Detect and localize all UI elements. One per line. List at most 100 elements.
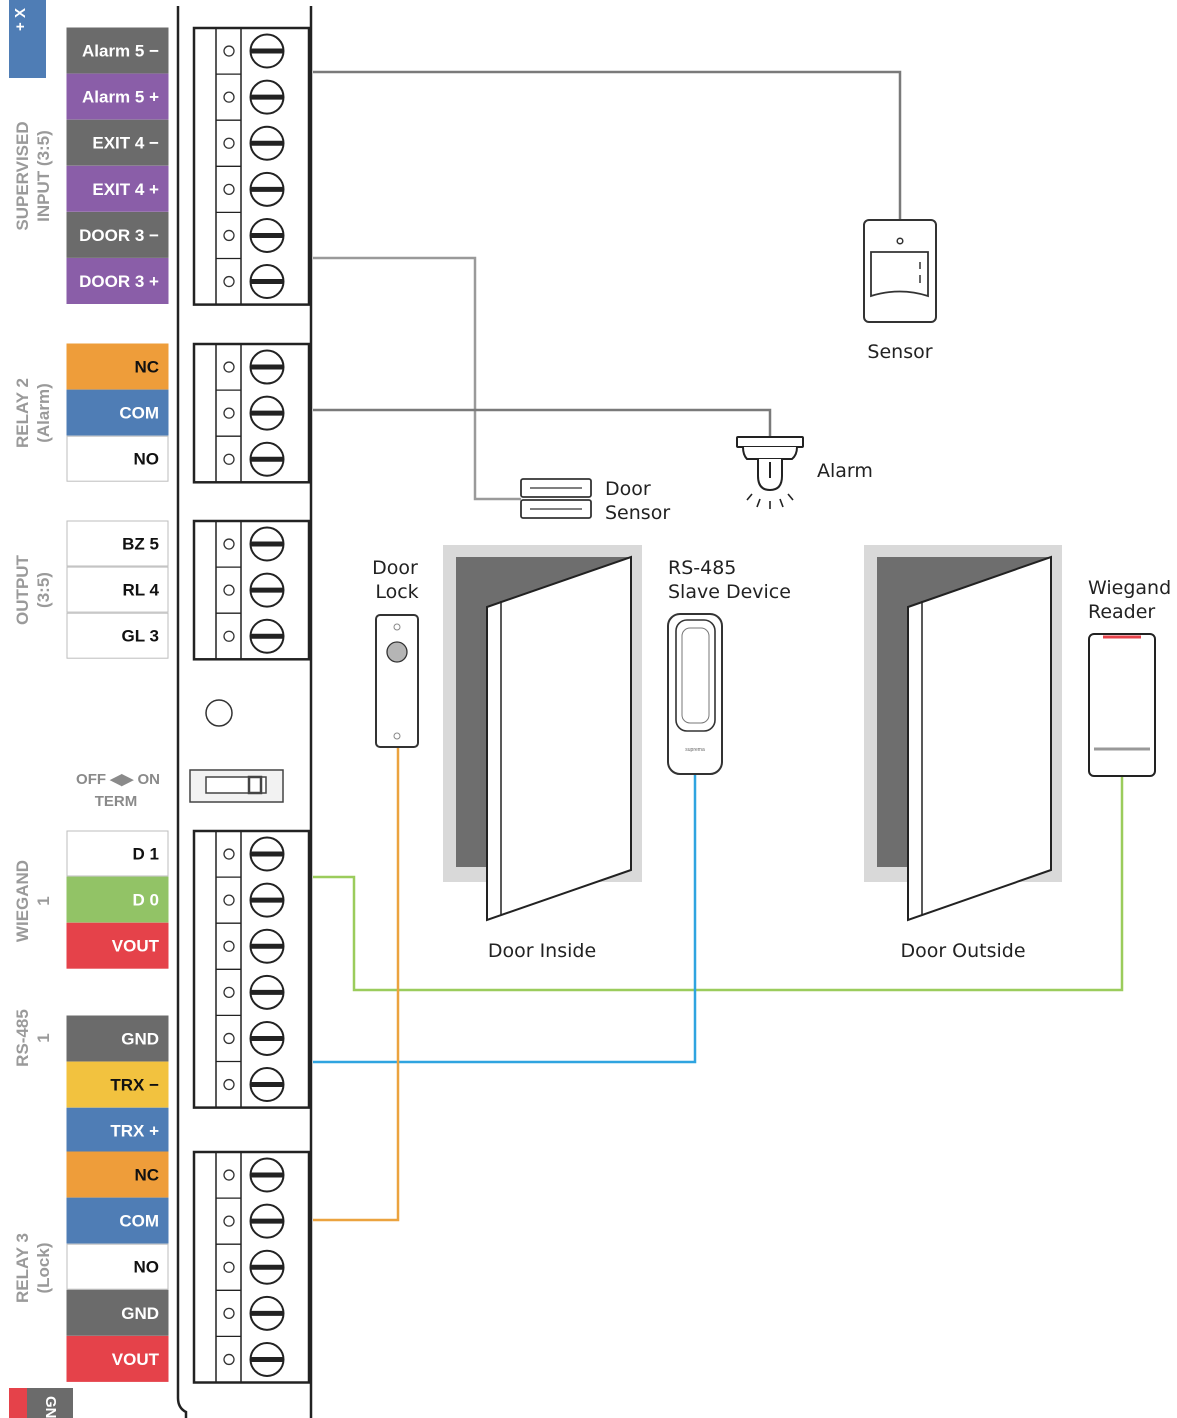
terminal-screw[interactable]: [223, 33, 285, 69]
pin-swatch: [66, 876, 169, 923]
bottom-fragment-label: GN: [42, 1396, 59, 1418]
pin-swatch: [66, 435, 169, 482]
terminal-screw[interactable]: [223, 572, 285, 608]
terminal-screw[interactable]: [223, 882, 285, 918]
pin-swatch: [66, 211, 169, 258]
pin-label: EXIT 4 −: [92, 134, 159, 153]
pin-label: VOUT: [112, 937, 160, 956]
pin-output-0: BZ 5: [66, 520, 169, 567]
pin-swatch: [66, 1243, 169, 1290]
term-switch[interactable]: [189, 769, 284, 803]
group-label-output: OUTPUT(3:5): [13, 554, 53, 625]
pin-label: GND: [121, 1304, 159, 1323]
pin-relay3-4: VOUT: [66, 1335, 169, 1382]
pin-rs485-1: TRX −: [66, 1061, 169, 1108]
rs485-slave-device: suprema: [667, 613, 723, 775]
pin-relay2-1: COM: [66, 389, 169, 436]
terminal-screw[interactable]: [223, 1157, 285, 1193]
terminal-screw[interactable]: [223, 171, 285, 207]
terminal-screw[interactable]: [223, 79, 285, 115]
terminal-screw[interactable]: [223, 1020, 285, 1056]
pin-label: BZ 5: [122, 535, 159, 554]
pin-label: COM: [119, 1212, 159, 1231]
wiegand-reader-device: [1088, 633, 1156, 777]
wire-sensor: [313, 70, 902, 222]
terminal-screw[interactable]: [223, 526, 285, 562]
door-sensor-label: Door: [605, 478, 651, 500]
pin-supervised-1: Alarm 5 +: [66, 73, 169, 120]
terminal-screw[interactable]: [223, 836, 285, 872]
pin-label: D 0: [133, 891, 159, 910]
pin-swatch: [66, 1335, 169, 1382]
pin-wiegand-0: D 1: [66, 830, 169, 877]
pin-label: VOUT: [112, 1350, 160, 1369]
wire-wiegand-d0: [313, 776, 1124, 992]
terminal-screw[interactable]: [223, 1203, 285, 1239]
pin-swatch: [66, 922, 169, 969]
door-outside-label: Door Outside: [900, 940, 1025, 962]
pin-relay2-2: NO: [66, 435, 169, 482]
pin-swatch: [66, 73, 169, 120]
terminal-screw[interactable]: [223, 1341, 285, 1377]
terminal-screw[interactable]: [223, 125, 285, 161]
door-lock-label-line2: Lock: [375, 581, 418, 603]
terminal-screw[interactable]: [223, 1067, 285, 1103]
rs485-slave-brand: suprema: [685, 747, 705, 753]
pin-swatch: [66, 1289, 169, 1336]
terminal-block-2: [192, 519, 311, 661]
pin-label: TRX −: [110, 1076, 159, 1095]
pin-label: DOOR 3 −: [79, 226, 159, 245]
terminal-screw[interactable]: [223, 264, 285, 300]
pin-swatch: [66, 343, 169, 390]
terminal-block-4: [192, 1150, 311, 1384]
status-led-hole: [205, 699, 233, 727]
terminal-screw[interactable]: [223, 349, 285, 385]
terminal-screw[interactable]: [223, 395, 285, 431]
door-sensor-device: [520, 478, 592, 519]
terminal-screw[interactable]: [223, 1249, 285, 1285]
terminal-screw[interactable]: [223, 928, 285, 964]
sensor-device: [863, 219, 937, 323]
pin-swatch: [66, 1151, 169, 1198]
pin-label: NC: [134, 358, 159, 377]
term-switch-label: OFF ◀▶ ON: [76, 771, 160, 788]
top-fragment-label: + X: [12, 8, 29, 31]
terminal-screw[interactable]: [223, 217, 285, 253]
pin-output-2: GL 3: [66, 612, 169, 659]
pin-label: NO: [134, 1258, 160, 1277]
alarm-device: [736, 436, 804, 509]
pin-swatch: [66, 1197, 169, 1244]
pin-label: NC: [134, 1166, 159, 1185]
top-edge-fragment: + X: [9, 0, 46, 78]
bottom-edge-fragment: GN: [9, 1388, 73, 1418]
pin-label: DOOR 3 +: [79, 272, 159, 291]
rs485-slave-label: RS-485: [668, 557, 736, 579]
terminal-screw[interactable]: [223, 441, 285, 477]
pin-label: GL 3: [122, 627, 159, 646]
pin-supervised-5: DOOR 3 +: [66, 258, 169, 304]
pin-swatch: [66, 830, 169, 877]
alarm-label: Alarm: [817, 460, 873, 482]
pin-label: COM: [119, 404, 159, 423]
pin-swatch: [66, 27, 169, 74]
term-switch-sublabel: TERM: [95, 793, 138, 810]
term-switch-knob[interactable]: [247, 775, 263, 795]
rs485-slave-label-line2: Slave Device: [668, 581, 791, 603]
terminal-screw[interactable]: [223, 974, 285, 1010]
door-sensor-label-line2: Sensor: [605, 502, 670, 524]
wiegand-reader-label: Wiegand: [1088, 577, 1171, 599]
pin-wiegand-2: VOUT: [66, 922, 169, 969]
terminal-screw[interactable]: [223, 618, 285, 654]
group-label-relay2: RELAY 2(Alarm): [13, 378, 53, 448]
pin-label-column: Alarm 5 −Alarm 5 +EXIT 4 −EXIT 4 +DOOR 3…: [66, 27, 169, 1382]
pin-output-1: RL 4: [66, 566, 169, 613]
pin-swatch: [66, 258, 169, 304]
terminal-screw[interactable]: [223, 1295, 285, 1331]
pin-label: GND: [121, 1030, 159, 1049]
door-inside: [443, 545, 642, 922]
pin-supervised-2: EXIT 4 −: [66, 119, 169, 166]
pin-supervised-3: EXIT 4 +: [66, 165, 169, 212]
